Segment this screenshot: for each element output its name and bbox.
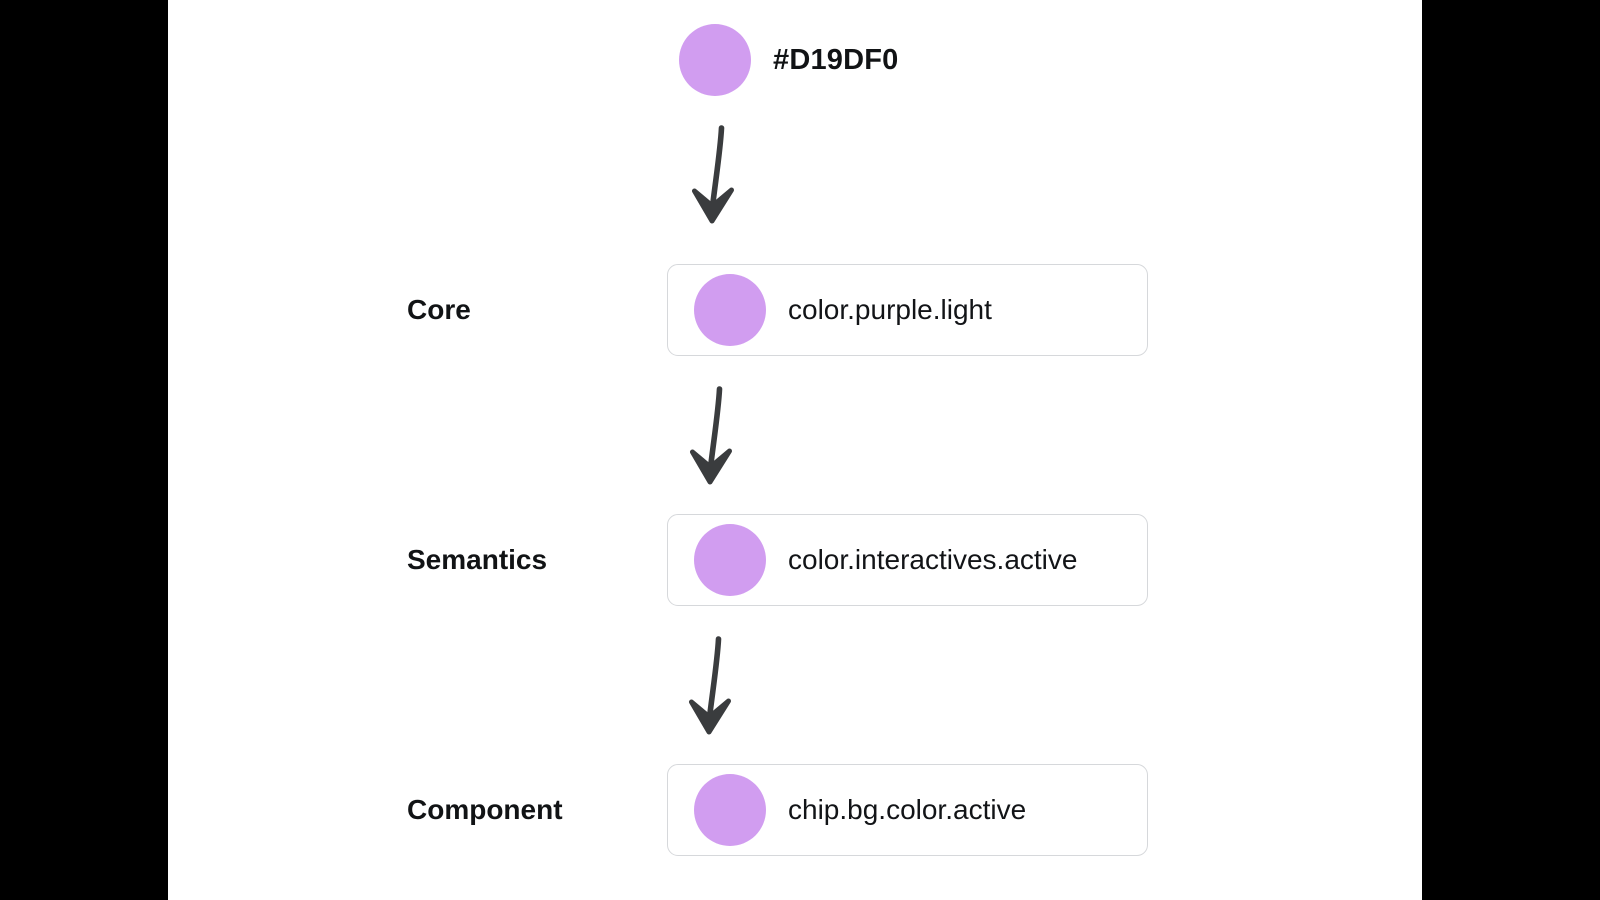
arrow-down-icon xyxy=(674,383,754,493)
tier-label-core: Core xyxy=(407,294,471,325)
source-color-row: #D19DF0 xyxy=(679,24,899,96)
tier-label-semantics: Semantics xyxy=(407,544,548,575)
arrow-down-icon xyxy=(673,633,753,743)
source-hex-label: #D19DF0 xyxy=(773,43,899,76)
letterbox-bar-right xyxy=(1422,0,1600,900)
color-swatch-circle xyxy=(694,524,766,596)
tier-row-component: Component chip.bg.color.active xyxy=(168,763,1422,857)
diagram-canvas: #D19DF0 Core color.purple.light xyxy=(168,0,1422,900)
token-card-core[interactable]: color.purple.light xyxy=(667,264,1148,356)
token-name-label: chip.bg.color.active xyxy=(788,794,1027,825)
tier-row-core: Core color.purple.light xyxy=(168,263,1422,357)
tier-label-component: Component xyxy=(407,794,563,825)
arrow-down-icon xyxy=(676,122,756,232)
letterbox-bar-left xyxy=(0,0,168,900)
tier-row-semantics: Semantics color.interactives.active xyxy=(168,513,1422,607)
token-card-semantics[interactable]: color.interactives.active xyxy=(667,514,1148,606)
color-swatch-circle xyxy=(694,274,766,346)
token-card-component[interactable]: chip.bg.color.active xyxy=(667,764,1148,856)
color-swatch-circle xyxy=(679,24,751,96)
token-name-label: color.interactives.active xyxy=(788,544,1078,575)
token-name-label: color.purple.light xyxy=(788,294,992,325)
color-swatch-circle xyxy=(694,774,766,846)
